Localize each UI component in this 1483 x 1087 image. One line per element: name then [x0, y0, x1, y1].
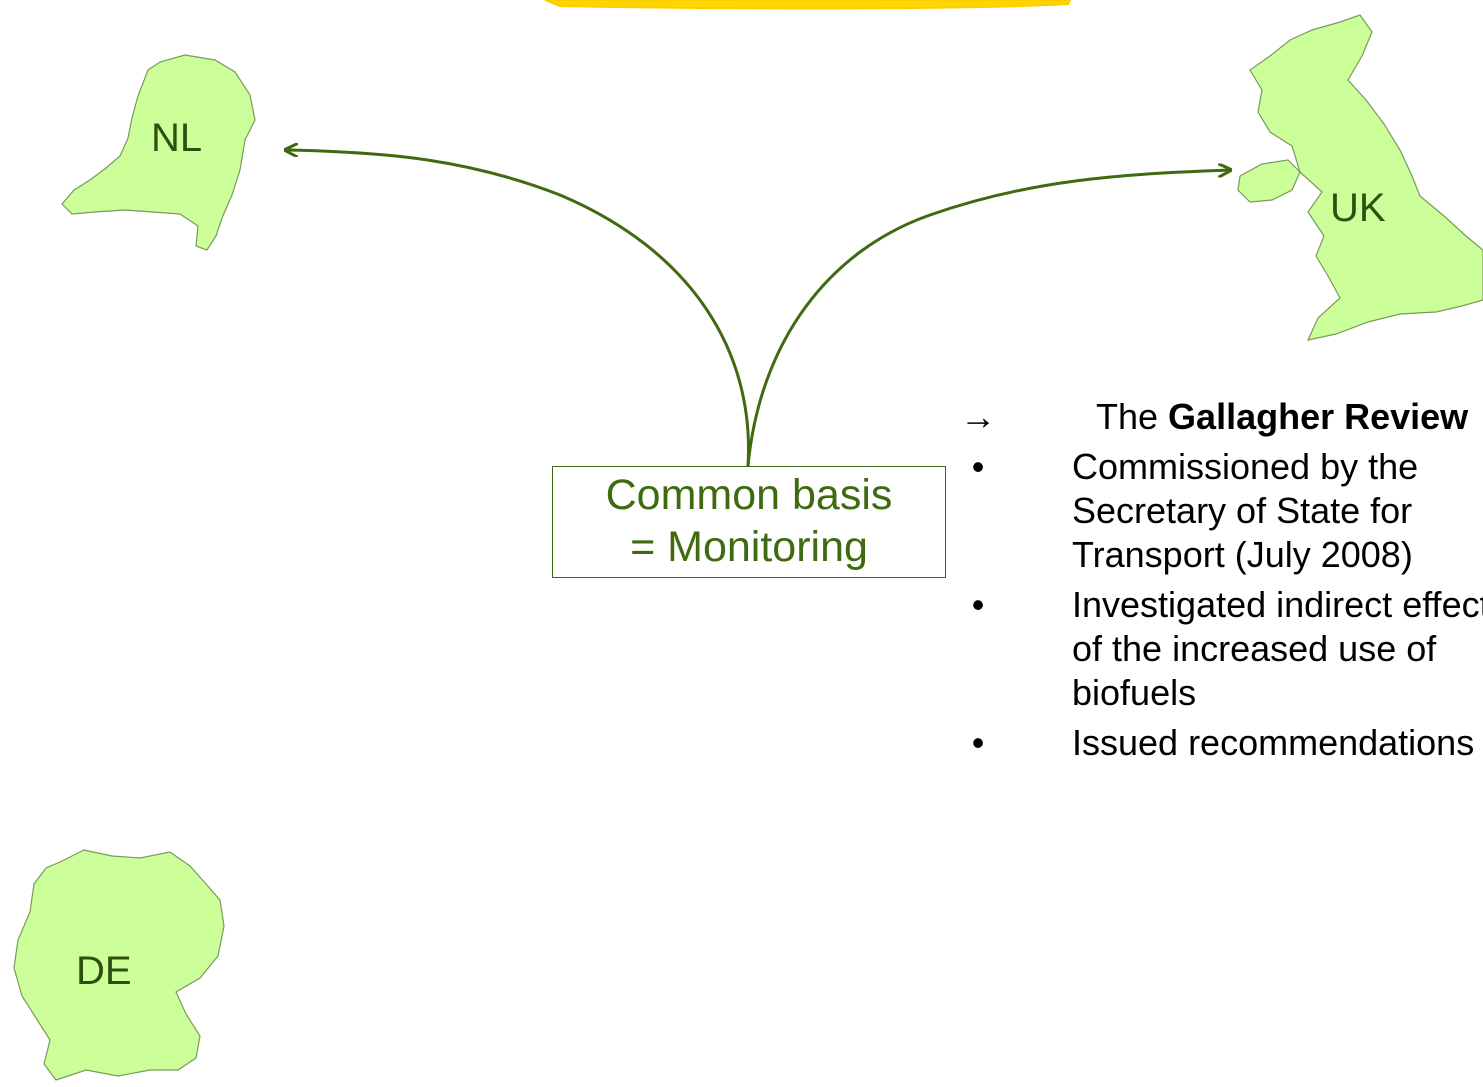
review-heading: → The Gallagher Review [958, 395, 1483, 439]
bullet-icon: • [971, 722, 985, 763]
de-map-shape [13, 849, 225, 1081]
review-bullet-1: • Commissioned by the Secretary of State… [958, 445, 1483, 577]
bullet-icon: • [971, 446, 985, 487]
gallagher-review-list: → The Gallagher Review • Commissioned by… [958, 395, 1483, 765]
nl-map-shape [61, 54, 256, 251]
review-bullet-1-line-2: Secretary of State for [1072, 490, 1413, 531]
northern-ireland-map-shape [1237, 159, 1301, 203]
arrow-to-nl [286, 150, 751, 467]
de-label: DE [76, 949, 132, 993]
review-bullet-3-line-1: Issued recommendations [1072, 722, 1475, 763]
review-bullet-2-line-2: of the increased use of [1072, 628, 1437, 669]
review-heading-bold: Gallagher Review [1168, 396, 1469, 437]
review-bullet-2-line-3: biofuels [1072, 672, 1197, 713]
review-heading-prefix: The [1096, 396, 1169, 437]
yellow-banner [544, 0, 1072, 10]
uk-map-shape [1249, 14, 1483, 341]
common-basis-line-2: = Monitoring [630, 523, 868, 571]
review-bullet-3: • Issued recommendations [958, 721, 1483, 765]
review-bullet-2: • Investigated indirect effects of the i… [958, 583, 1483, 715]
nl-label: NL [151, 116, 203, 160]
review-bullet-1-line-3: Transport (July 2008) [1072, 534, 1413, 575]
review-bullet-2-line-1: Investigated indirect effects [1072, 584, 1483, 625]
bullet-icon: • [971, 584, 985, 625]
review-bullet-1-line-1: Commissioned by the [1072, 446, 1419, 487]
uk-label: UK [1330, 186, 1386, 230]
arrow-to-uk [746, 170, 1230, 467]
common-basis-box: Common basis = Monitoring [552, 466, 946, 578]
right-arrow-icon: → [960, 396, 996, 437]
common-basis-line-1: Common basis [605, 471, 893, 520]
